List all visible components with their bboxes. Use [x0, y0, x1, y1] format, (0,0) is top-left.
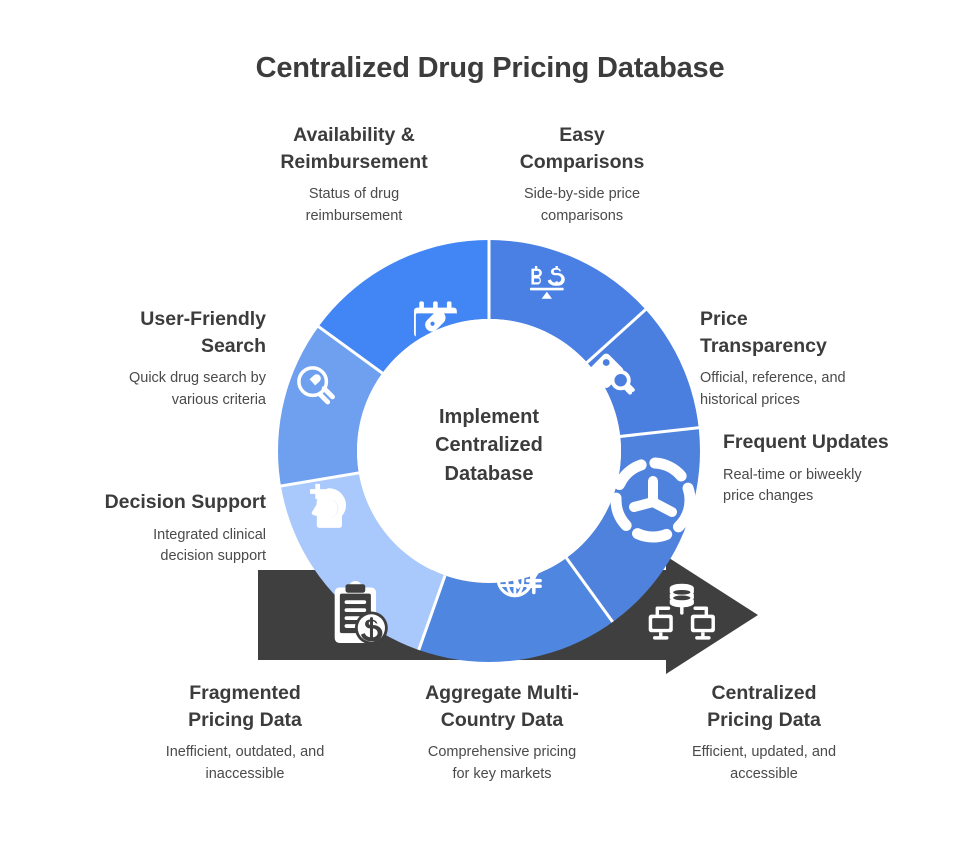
label-price-transparency: Price Transparency Official, reference, …	[700, 306, 950, 412]
label-heading: Aggregate Multi- Country Data	[425, 682, 579, 731]
donut-center-disc	[357, 319, 621, 583]
capability-donut-chart	[273, 215, 724, 689]
label-heading: Easy Comparisons	[519, 124, 645, 173]
label-heading: Frequent Updates	[723, 431, 889, 453]
page-title: Centralized Drug Pricing Database	[255, 52, 725, 84]
label-description: Real-time or biweekly price changes	[723, 466, 862, 505]
clipboard-dollar-icon	[334, 580, 388, 645]
label-frequent-updates: Frequent Updates Real-time or biweekly p…	[723, 429, 973, 508]
label-description: Official, reference, and historical pric…	[700, 370, 846, 409]
label-description: Inefficient, outdated, and inaccessible	[165, 744, 325, 783]
arrow-icons-layer	[258, 556, 758, 674]
label-heading: User-Friendly Search	[140, 308, 266, 357]
label-aggregate-multi-country-data: Aggregate Multi- Country Data Comprehens…	[378, 680, 626, 786]
head-medical-cross-icon	[310, 483, 347, 528]
label-description: Efficient, updated, and accessible	[691, 744, 837, 783]
label-description: Integrated clinical decision support	[153, 526, 266, 565]
database-network-icon	[648, 583, 715, 640]
label-fragmented-pricing-data: Fragmented Pricing Data Inefficient, out…	[120, 680, 370, 786]
label-description: Quick drug search by various criteria	[128, 370, 266, 409]
label-heading: Decision Support	[104, 491, 266, 513]
label-decision-support: Decision Support Integrated clinical dec…	[34, 489, 266, 568]
label-description: Status of drug reimbursement	[305, 186, 403, 225]
label-heading: Price Transparency	[700, 308, 827, 357]
label-heading: Availability & Reimbursement	[280, 124, 428, 173]
label-centralized-pricing-data: Centralized Pricing Data Efficient, upda…	[640, 680, 888, 786]
label-user-friendly-search: User-Friendly Search Quick drug search b…	[40, 306, 266, 412]
label-heading: Centralized Pricing Data	[707, 682, 821, 731]
balance-scale-currency-icon	[530, 266, 565, 299]
label-description: Comprehensive pricing for key markets	[427, 744, 577, 783]
label-easy-comparisons: Easy Comparisons Side-by-side price comp…	[476, 122, 688, 228]
magnifier-pill-icon	[297, 366, 335, 405]
dashed-clock-refresh-icon	[610, 457, 696, 543]
label-heading: Fragmented Pricing Data	[188, 682, 302, 731]
label-availability-reimbursement: Availability & Reimbursement Status of d…	[222, 122, 486, 228]
label-description: Side-by-side price comparisons	[523, 186, 641, 225]
